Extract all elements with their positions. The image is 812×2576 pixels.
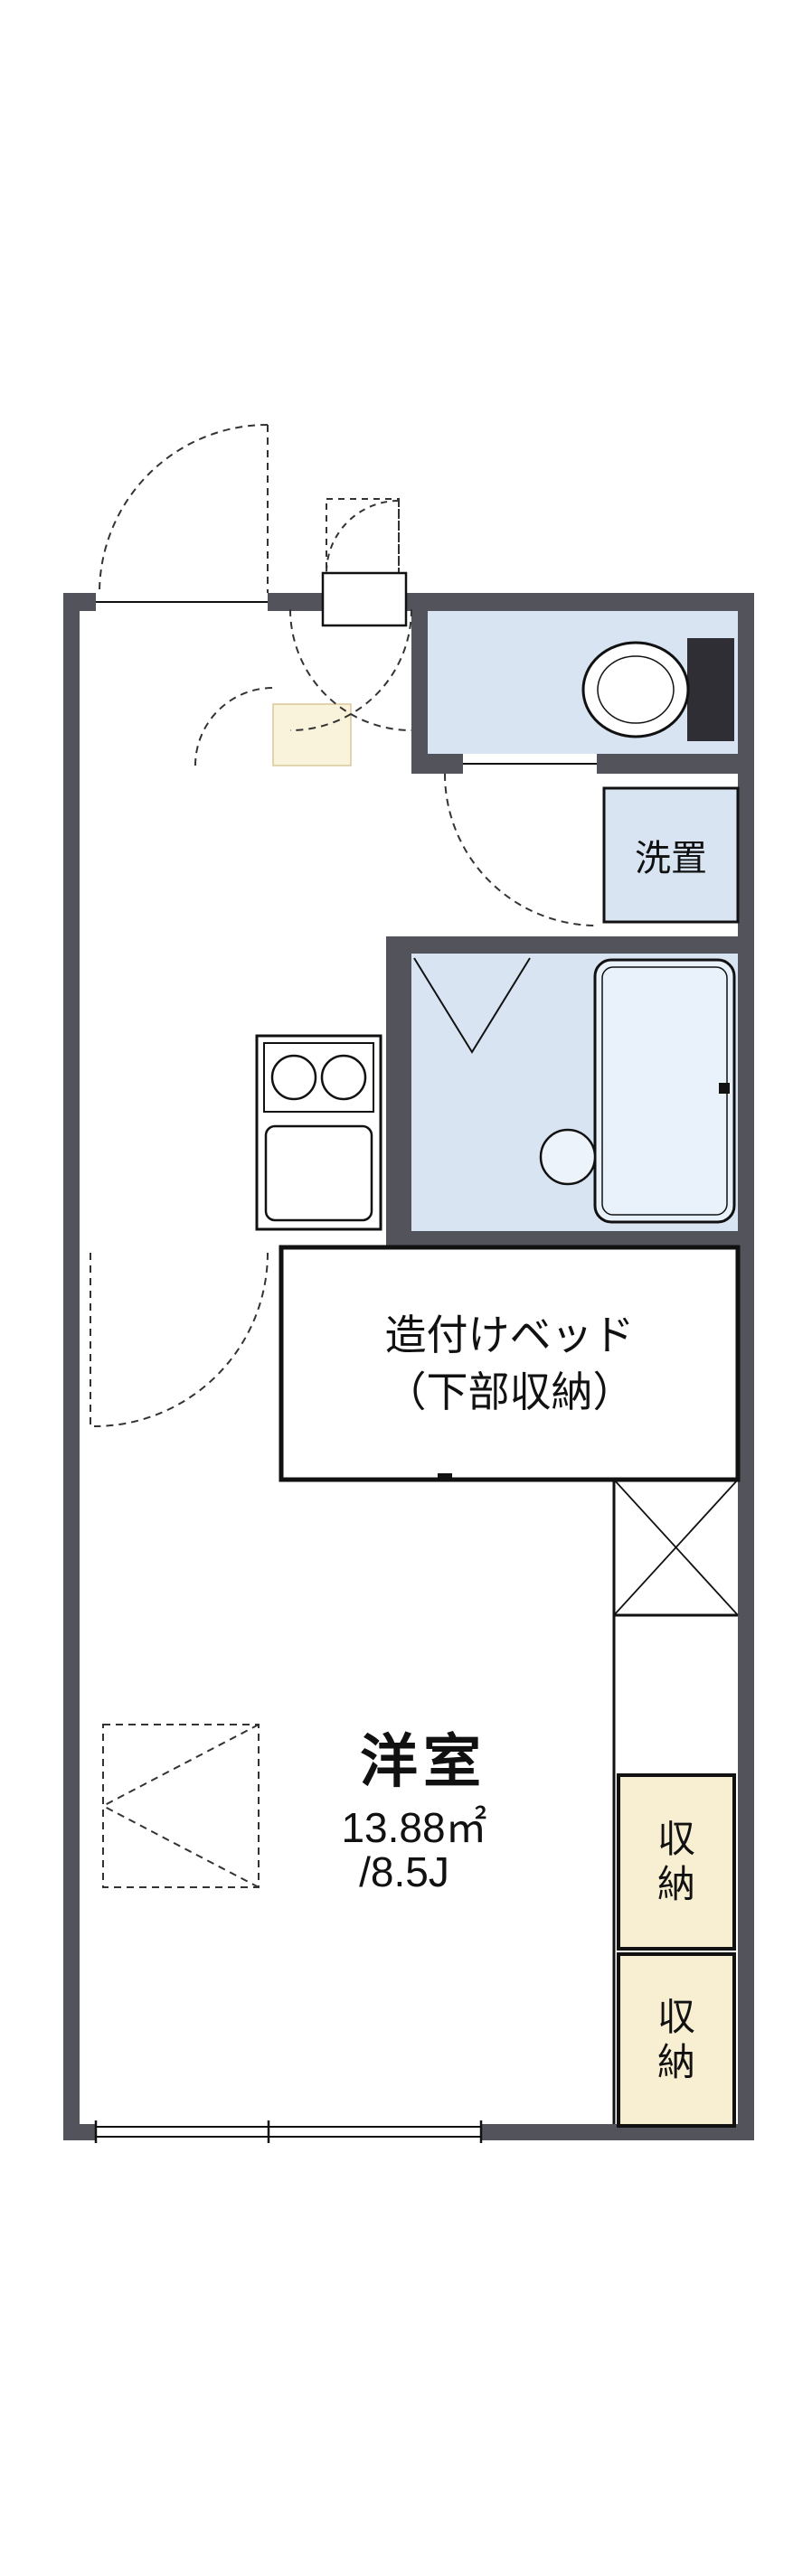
washstand-label: 洗置 <box>635 839 707 879</box>
genkan-step <box>272 703 352 766</box>
bath-folding-door <box>413 957 531 1054</box>
storage-label-upper: 収納 <box>618 1775 734 1949</box>
storage-label-lower-text: 収納 <box>656 1995 695 2083</box>
right-column <box>612 1479 739 2128</box>
entry-door-swing <box>96 424 269 603</box>
storage-box-lower <box>617 1952 736 2128</box>
storage-label-lower: 収納 <box>618 1954 734 2126</box>
refrigerator-space <box>613 1479 739 1617</box>
room-door-swing <box>90 1252 269 1427</box>
bed-label: 造付けベッド （下部収納） <box>281 1247 738 1480</box>
washstand-box <box>602 786 740 924</box>
room-tatami-label: /8.5J <box>359 1848 449 1895</box>
bath-drain <box>539 1128 597 1186</box>
entry-interior-door-swings <box>194 608 412 766</box>
sink-icon <box>264 1124 373 1222</box>
room-name-label: 洋室 <box>360 1729 486 1794</box>
desk-outline <box>102 1724 260 1888</box>
kitchen-counter <box>255 1034 382 1231</box>
window-bottom <box>94 2120 483 2143</box>
toilet-icon <box>581 638 734 741</box>
bathtub-icon <box>593 958 736 1224</box>
built-in-bed <box>279 1245 741 1482</box>
room-area-label: 13.88㎡ <box>341 1804 487 1851</box>
bed-label-line1: 造付けベッド <box>384 1312 635 1359</box>
meter-box <box>321 498 408 627</box>
washroom-door-swing <box>444 763 598 926</box>
storage-label-upper-text: 収納 <box>656 1817 695 1905</box>
stove-icon <box>263 1042 374 1113</box>
bed-label-line2: （下部収納） <box>384 1368 635 1415</box>
storage-box-upper <box>617 1773 736 1951</box>
